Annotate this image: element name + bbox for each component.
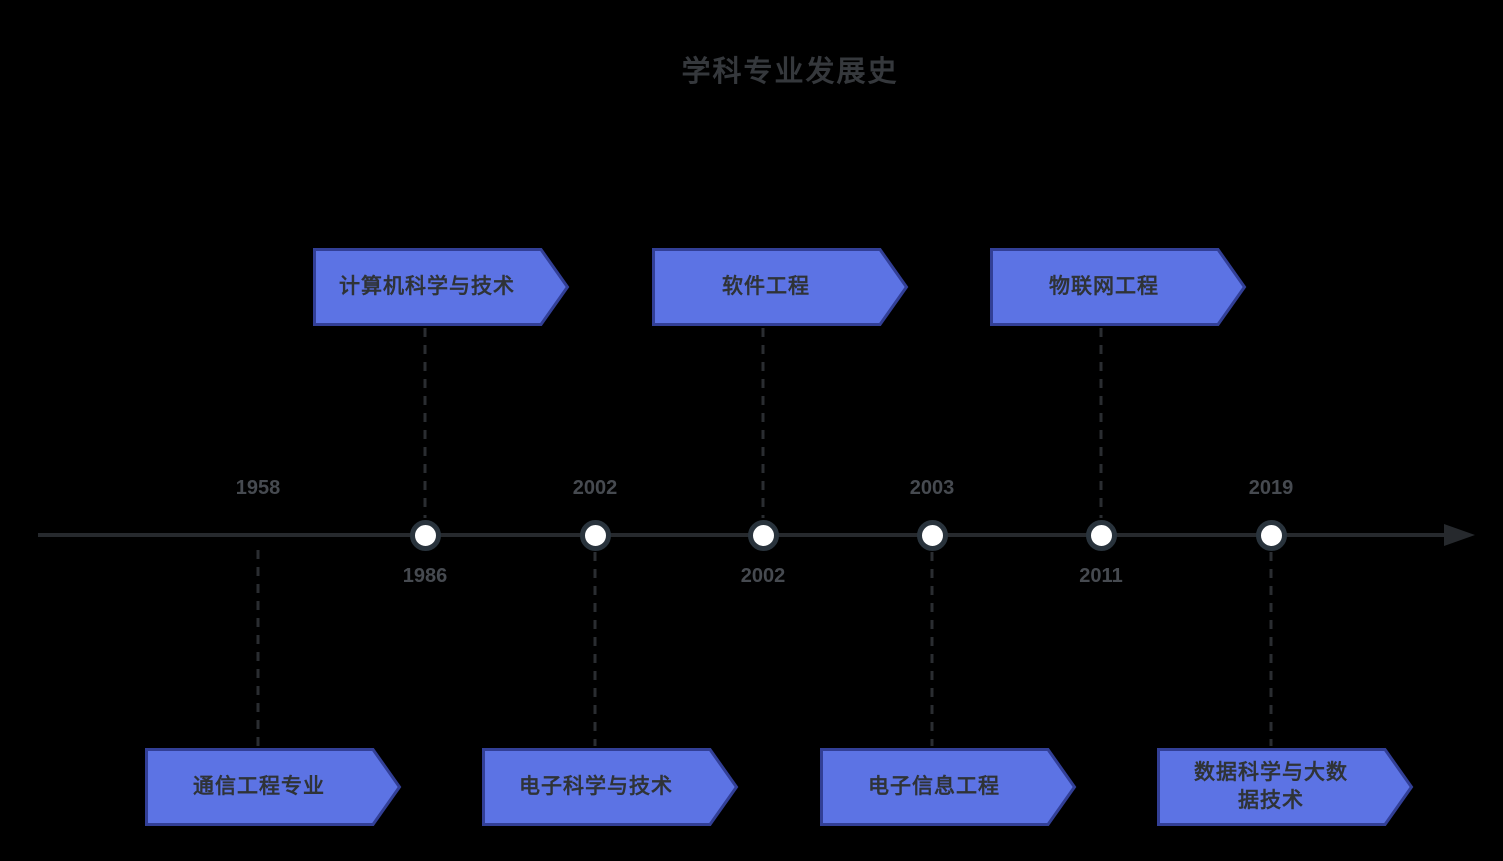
event-arrow-shape [1157,748,1414,826]
timeline-dot-2003 [917,520,948,551]
event-label: 电子科学与技术 [519,774,673,798]
year-label-2002b: 2002 [740,565,786,587]
timeline-dot-2011 [1086,520,1117,551]
event-box-communication-engineering: 通信工程专业 [145,748,402,826]
event-box-electronic-information: 电子信息工程 [820,748,1077,826]
event-arrow-shape [990,248,1247,326]
event-box-electronic-science: 电子科学与技术 [482,748,739,826]
event-box-software-engineering: 软件工程 [652,248,909,326]
event-arrow-shape [820,748,1077,826]
timeline-dot-2019 [1256,520,1287,551]
year-label-2003: 2003 [909,477,955,499]
event-box-computer-science: 计算机科学与技术 [313,248,570,326]
event-label: 计算机科学与技术 [339,274,515,298]
event-box-iot-engineering: 物联网工程 [990,248,1247,326]
page-title: 学科专业发展史 [681,56,899,88]
event-arrow-shape [145,748,402,826]
event-arrow-shape [313,248,570,326]
event-arrow-shape [652,248,909,326]
event-label: 数据科学与大数据技术 [1194,760,1348,812]
timeline-dot-2002a [580,520,611,551]
timeline-dot-2002b [748,520,779,551]
timeline-arrowhead-icon [1444,524,1475,546]
year-label-2011: 2011 [1079,565,1123,587]
event-arrow-shape [482,748,739,826]
event-label: 软件工程 [722,274,810,298]
event-label: 物联网工程 [1049,274,1159,298]
event-label: 电子信息工程 [868,774,1000,798]
year-label-1986: 1986 [402,565,448,587]
event-box-data-science: 数据科学与大数据技术 [1157,748,1414,826]
year-label-2019: 2019 [1248,477,1294,499]
event-label: 通信工程专业 [193,774,325,798]
year-label-1958: 1958 [235,477,281,499]
year-label-2002a: 2002 [572,477,618,499]
timeline-dot-1986 [410,520,441,551]
